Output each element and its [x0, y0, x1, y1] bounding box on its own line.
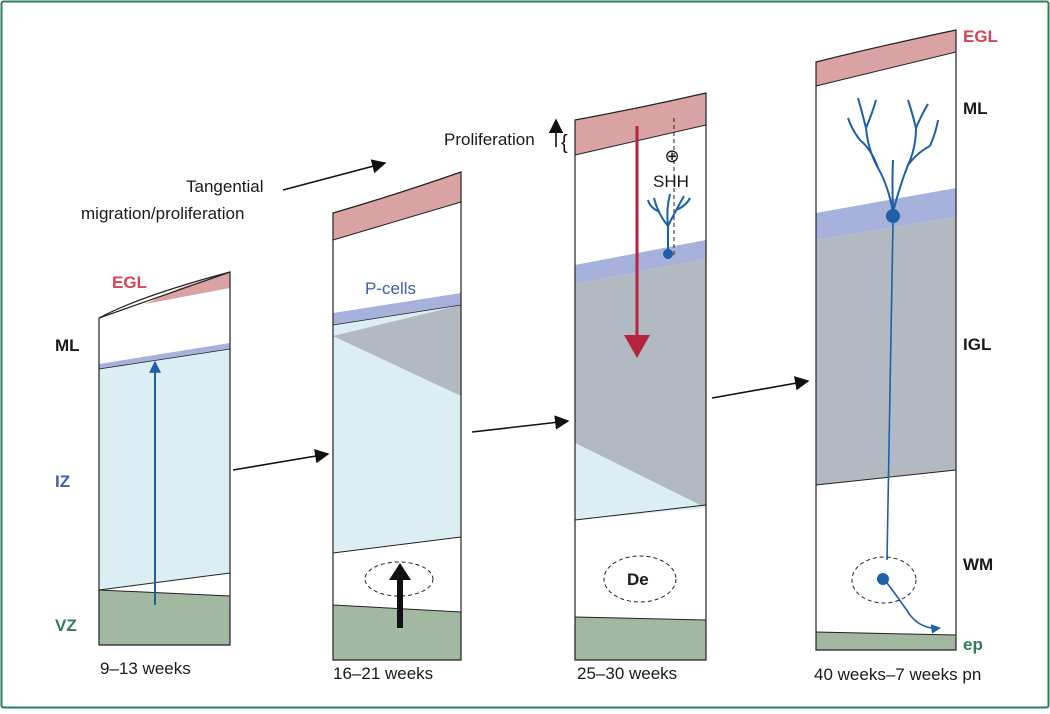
caption-stage-4: 40 weeks–7 weeks pn	[814, 665, 981, 684]
stage2-outline	[332, 171, 462, 661]
label-proliferation: Proliferation	[444, 130, 535, 149]
label-de: De	[627, 570, 649, 589]
label-iz: IZ	[55, 472, 70, 491]
stage3-vz-layer	[575, 617, 706, 660]
label-p-cells: P-cells	[365, 279, 416, 298]
stage4-purkinje-neuron	[847, 97, 941, 634]
caption-stage-2: 16–21 weeks	[333, 664, 433, 683]
arrow-stage3-to-stage4	[711, 376, 810, 399]
label-ml-right: ML	[963, 99, 988, 118]
label-egl-left: EGL	[112, 273, 147, 292]
label-tangential-line2: migration/proliferation	[81, 204, 244, 223]
label-ep: ep	[963, 635, 983, 654]
arrow-stage1-to-stage2	[232, 449, 330, 471]
stage4-igl-layer	[816, 217, 956, 485]
stage3-purkinje-neuron	[647, 193, 691, 252]
label-plus: ⊕	[664, 146, 679, 166]
stage-3-column	[574, 92, 707, 661]
stage2-igl-wedge	[333, 305, 461, 396]
stage1-vz-layer	[99, 590, 230, 645]
stage-2-column	[332, 171, 462, 661]
stage2-dashed-zone	[364, 561, 434, 597]
stage2-egl-layer	[333, 172, 461, 240]
arrow-stage2-to-stage3	[471, 415, 570, 433]
stage2-vz-layer	[333, 605, 461, 660]
label-igl: IGL	[963, 335, 991, 354]
stage3-igl-layer	[575, 259, 706, 508]
stage-1-column	[98, 271, 231, 646]
label-ml-left: ML	[55, 336, 80, 355]
stage4-vz-layer	[816, 632, 956, 650]
stage-4-column	[815, 29, 957, 651]
label-vz: VZ	[55, 616, 77, 635]
stage3-dashed-zone	[603, 555, 677, 603]
stage4-outline	[815, 29, 957, 651]
tangential-arrow	[282, 159, 387, 191]
stage1-outline	[98, 271, 231, 646]
stage4-egl-layer	[816, 30, 956, 86]
label-brace: {	[561, 132, 568, 154]
stage3-purkinje-band	[575, 240, 706, 284]
caption-stage-3: 25–30 weeks	[577, 664, 677, 683]
stage3-outline	[574, 92, 707, 661]
stage1-purkinje-band	[99, 343, 230, 369]
stage4-dashed-zone	[851, 556, 917, 604]
stage2-purkinje-band	[333, 293, 461, 325]
stage1-iz-layer	[99, 349, 230, 590]
label-tangential-line1: Tangential	[186, 177, 264, 196]
stage4-purkinje-band	[816, 188, 956, 240]
stage3-egl-layer	[575, 93, 706, 155]
stage4-axon	[886, 221, 894, 561]
label-shh: SHH	[653, 172, 689, 191]
label-egl-right: EGL	[963, 27, 998, 46]
label-wm: WM	[963, 555, 993, 574]
caption-stage-1: 9–13 weeks	[100, 659, 191, 678]
